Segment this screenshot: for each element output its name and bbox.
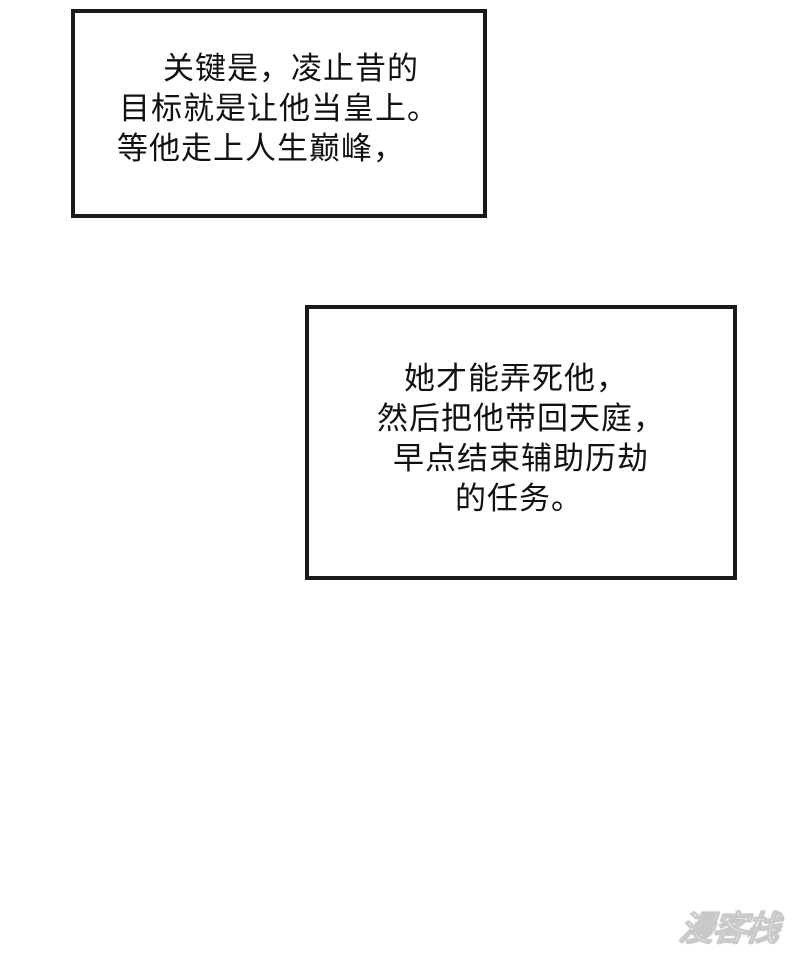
caption-line: 的任务。 bbox=[455, 480, 583, 517]
caption-box-1: 关键是，凌止昔的 目标就是让他当皇上。 等他走上人生巅峰， bbox=[71, 9, 487, 218]
caption-line: 然后把他带回天庭， bbox=[377, 400, 665, 437]
caption-line: 目标就是让他当皇上。 bbox=[119, 90, 439, 127]
caption-line: 等他走上人生巅峰， bbox=[117, 130, 405, 167]
caption-line: 她才能弄死他， bbox=[404, 360, 628, 397]
caption-box-2: 她才能弄死他， 然后把他带回天庭， 早点结束辅助历劫 的任务。 bbox=[305, 305, 737, 580]
watermark-logo: 漫客栈 bbox=[668, 902, 790, 949]
watermark-text: 漫客栈 bbox=[676, 908, 782, 949]
caption-line: 关键是，凌止昔的 bbox=[163, 50, 419, 87]
caption-line: 早点结束辅助历劫 bbox=[393, 440, 649, 477]
